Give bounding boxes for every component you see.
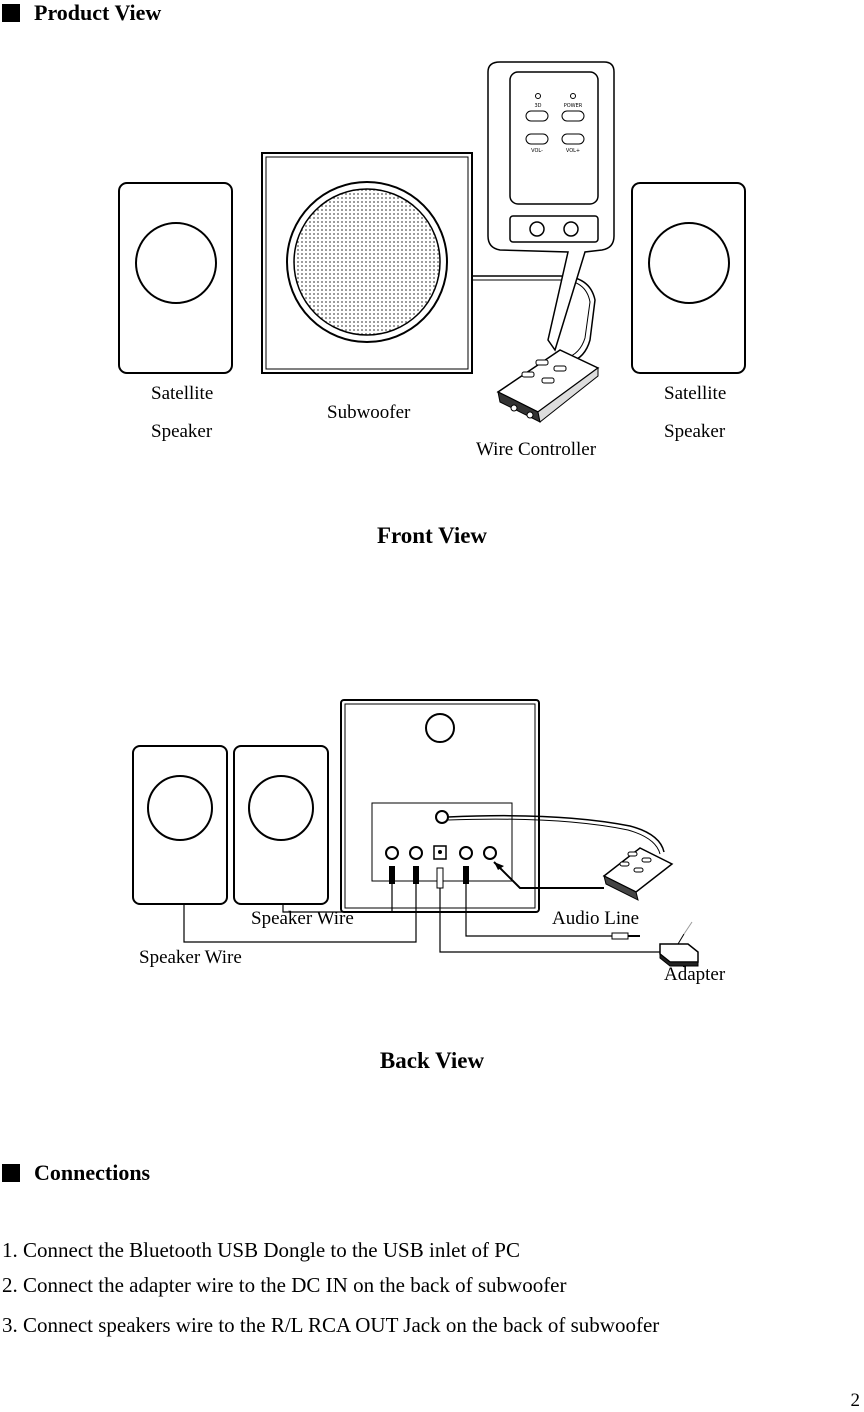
panel-power-button: [561, 110, 585, 122]
power-adapter-icon: [659, 921, 699, 967]
back-satellite-left: [132, 745, 228, 905]
caption-back-view: Back View: [379, 1048, 485, 1073]
rca-jack-icon: [409, 846, 423, 860]
subwoofer: [261, 152, 473, 374]
square-bullet-icon: [2, 1164, 20, 1182]
panel-vol-down-button: [525, 133, 549, 145]
connection-step: 2. Connect the adapter wire to the DC IN…: [2, 1273, 567, 1297]
section-heading-connections: Connections: [2, 1160, 150, 1186]
subwoofer-back: [340, 699, 540, 913]
back-wire-controller: [602, 847, 674, 901]
panel-label-power: POWER: [564, 103, 583, 109]
controller-magnified-panel: 3D POWER VOL- VOL+: [487, 61, 615, 352]
connection-step: 3. Connect speakers wire to the R/L RCA …: [2, 1313, 660, 1337]
square-bullet-icon: [2, 4, 20, 22]
right-satellite-speaker: [631, 182, 746, 374]
label-satellite-right-line2: Speaker: [664, 421, 726, 442]
label-satellite-right-line1: Satellite: [664, 383, 727, 404]
panel-3d-button: [525, 110, 549, 122]
mic-jack-icon: [563, 221, 579, 237]
panel-label-3d: 3D: [534, 103, 541, 109]
wire-controller: [496, 349, 600, 423]
label-satellite-left-line1: Satellite: [151, 383, 214, 404]
label-subwoofer: Subwoofer: [327, 402, 411, 423]
label-wire-controller: Wire Controller: [476, 439, 597, 460]
back-satellite-right: [233, 745, 329, 905]
section-heading-product-view: Product View: [2, 0, 161, 26]
panel-label-vol-down: VOL-: [531, 148, 543, 154]
audio-in-jack-icon: [459, 846, 473, 860]
label-satellite-left-line2: Speaker: [151, 421, 213, 442]
left-satellite-speaker: [118, 182, 233, 374]
headphone-jack-icon: [529, 221, 545, 237]
rca-jack-icon: [385, 846, 399, 860]
panel-vol-up-button: [561, 133, 585, 145]
label-audio-line: Audio Line: [552, 908, 640, 929]
panel-label-vol-up: VOL+: [566, 148, 580, 154]
audio-in-jack-icon: [483, 846, 497, 860]
label-speaker-wire-2: Speaker Wire: [139, 947, 242, 968]
bass-port-icon: [425, 713, 455, 743]
section-title: Connections: [34, 1160, 151, 1185]
label-speaker-wire-1: Speaker Wire: [251, 908, 354, 929]
label-adapter: Adapter: [664, 964, 726, 985]
page-number: 2: [850, 1390, 861, 1411]
caption-front-view: Front View: [376, 523, 488, 548]
connection-step: 1. Connect the Bluetooth USB Dongle to t…: [2, 1238, 520, 1262]
section-title: Product View: [34, 0, 162, 25]
